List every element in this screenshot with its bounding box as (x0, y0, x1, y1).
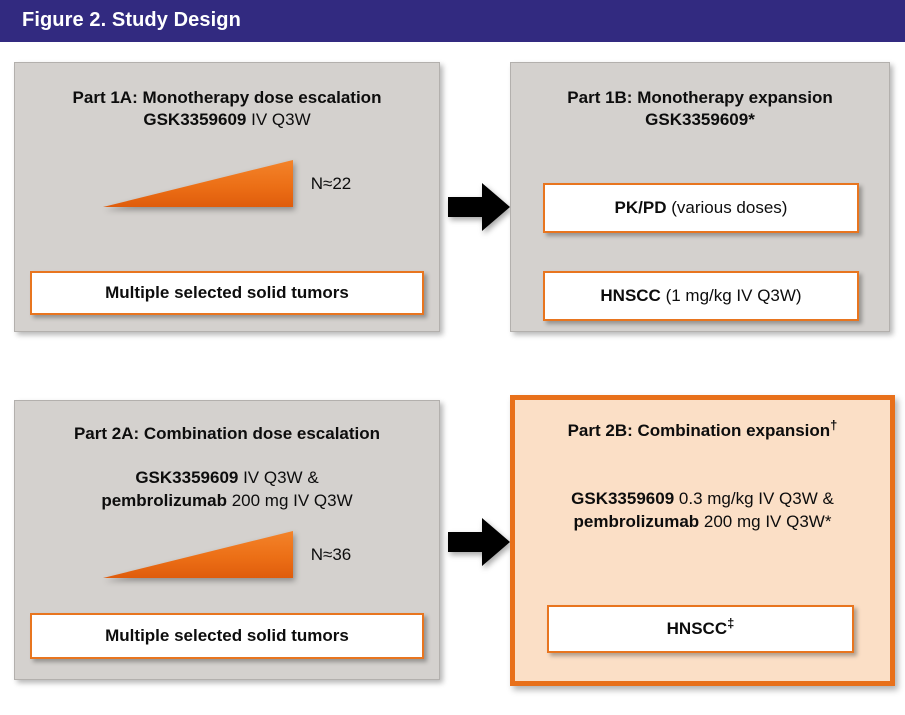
panel-1b-box-pkpd[interactable]: PK/PD (various doses) (543, 183, 859, 233)
panel-2a-box-tumors[interactable]: Multiple selected solid tumors (30, 613, 424, 659)
panel-1b-box-hnscc-label: HNSCC (600, 286, 661, 305)
panel-2a-regimen-line2: pembrolizumab 200 mg IV Q3W (15, 490, 439, 513)
panel-2a-box-tumors-label: Multiple selected solid tumors (105, 626, 349, 645)
panel-2b-box-hnscc-superscript: ‡ (727, 615, 735, 631)
panel-2b-title-superscript: † (830, 417, 838, 433)
escalation-triangle-icon (102, 530, 293, 579)
panel-2b-regimen-line1: GSK3359609 0.3 mg/kg IV Q3W & (515, 488, 890, 511)
arrow-1a-to-1b-icon (448, 183, 510, 236)
panel-1b-regimen-drug: GSK3359609* (645, 109, 755, 129)
panel-2b-regimen-line2: pembrolizumab 200 mg IV Q3W* (515, 511, 890, 534)
panel-part-2b: Part 2B: Combination expansion† GSK33596… (510, 395, 895, 686)
panel-part-1a: Part 1A: Monotherapy dose escalation GSK… (14, 62, 440, 332)
panel-2a-regimen-line1: GSK3359609 IV Q3W & (15, 467, 439, 490)
panel-part-1b: Part 1B: Monotherapy expansion GSK335960… (510, 62, 890, 332)
panel-1b-box-hnscc[interactable]: HNSCC (1 mg/kg IV Q3W) (543, 271, 859, 321)
panel-1a-box-tumors[interactable]: Multiple selected solid tumors (30, 271, 424, 315)
panel-2a-n-label: N≈36 (310, 544, 352, 564)
panel-2b-box-hnscc-label: HNSCC (666, 619, 728, 638)
panel-1a-regimen-drug: GSK3359609 (143, 109, 247, 129)
panel-2a-escalation-row: N≈36 (15, 530, 439, 579)
panel-2a-regimen-line2-drug: pembrolizumab (101, 490, 227, 510)
panel-1a-regimen: GSK3359609 IV Q3W (15, 109, 439, 132)
panel-2b-regimen-line2-drug: pembrolizumab (573, 511, 700, 531)
panel-1a-n-label: N≈22 (310, 173, 352, 193)
panel-1a-box-tumors-label: Multiple selected solid tumors (105, 283, 349, 302)
arrow-2a-to-2b-icon (448, 518, 510, 571)
panel-2b-title: Part 2B: Combination expansion† (515, 417, 890, 442)
panel-2a-regimen-line2-detail: 200 mg IV Q3W (226, 490, 353, 510)
panel-1b-box-pkpd-detail: (various doses) (666, 198, 788, 217)
panel-1a-title: Part 1A: Monotherapy dose escalation (72, 88, 382, 107)
panel-2b-box-hnscc[interactable]: HNSCC‡ (547, 605, 854, 653)
panel-1b-box-pkpd-label: PK/PD (614, 198, 667, 217)
figure-header-bar: Figure 2. Study Design (0, 0, 905, 42)
panel-1b-regimen: GSK3359609* (511, 109, 889, 132)
panel-2b-regimen-line1-drug: GSK3359609 (571, 488, 675, 508)
panel-part-2a: Part 2A: Combination dose escalation GSK… (14, 400, 440, 680)
panel-2b-regimen-line2-detail: 200 mg IV Q3W* (699, 511, 832, 531)
panel-1b-box-hnscc-detail: (1 mg/kg IV Q3W) (660, 286, 802, 305)
panel-2a-regimen-line1-detail: IV Q3W & (238, 467, 319, 487)
panel-2b-title-text: Part 2B: Combination expansion (567, 421, 831, 440)
panel-2a-regimen-line1-drug: GSK3359609 (135, 467, 239, 487)
figure-title: Figure 2. Study Design (22, 9, 241, 31)
panel-1a-escalation-row: N≈22 (15, 159, 439, 208)
panel-1b-title: Part 1B: Monotherapy expansion (567, 88, 833, 107)
panel-1a-regimen-detail: IV Q3W (246, 109, 311, 129)
escalation-triangle-icon (102, 159, 293, 208)
panel-2a-title: Part 2A: Combination dose escalation (73, 424, 381, 443)
panel-2b-regimen-line1-detail: 0.3 mg/kg IV Q3W & (674, 488, 834, 508)
